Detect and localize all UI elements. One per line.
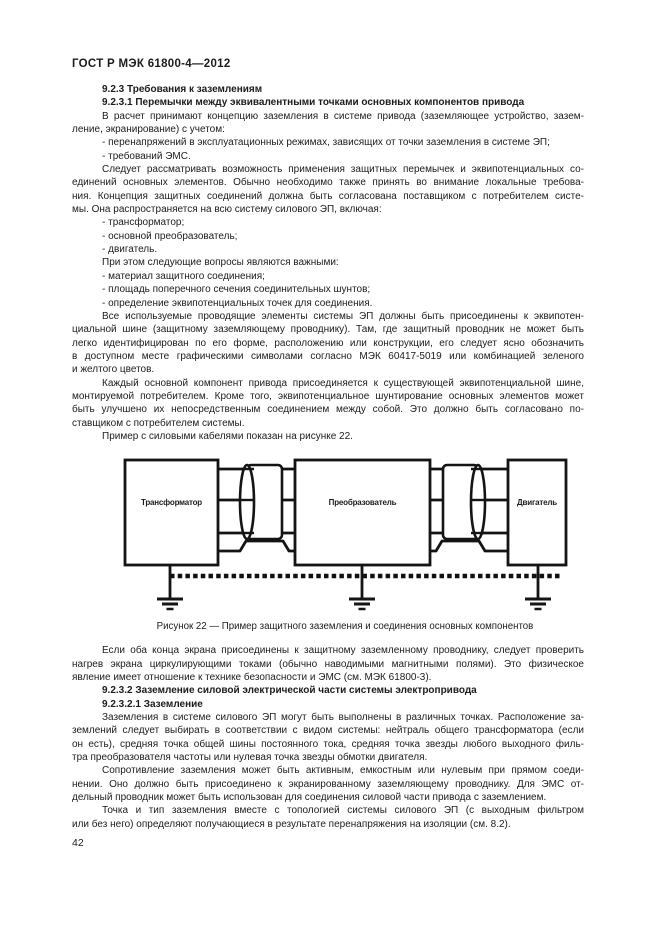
earth-symbol-motor [525, 565, 551, 611]
text-line: - трансформатор; [102, 217, 185, 229]
text-line: Сопротивление заземления может быть акти… [102, 765, 584, 777]
text-line: ставщиком с потребителем системы. [72, 417, 245, 429]
text-line: или без него) определяют получающиеся в … [72, 818, 511, 830]
text-line: При этом следующие вопросы являются важн… [102, 257, 339, 269]
text-line: дельный проводник может быть использован… [72, 792, 547, 804]
figure-caption: Рисунок 22 — Пример защитного заземления… [156, 621, 534, 633]
cable-screen-2-endcap [469, 463, 487, 541]
text-line: - материал защитного соединения; [102, 270, 265, 282]
text-line: Пример с силовыми кабелями показан на ри… [102, 430, 353, 442]
earth-symbol-transformer [157, 565, 183, 611]
text-line: нагрев экрана циркулирующими токами (обы… [72, 658, 584, 670]
text-line: он есть), средняя точка общей шины посто… [72, 738, 584, 750]
text-line: в доступном месте графическими символами… [72, 350, 584, 362]
motor-box [506, 458, 568, 567]
earth-symbol-converter [349, 565, 375, 611]
cable-screen-1-endcap [238, 463, 256, 541]
text-line: явление имеет отношение к технике безопа… [72, 671, 432, 683]
converter-label: Преобразователь [329, 498, 397, 507]
heading-line: 9.2.3.1 Перемычки между эквивалентными т… [102, 97, 525, 109]
text-line: Заземления в системе силового ЭП могут б… [102, 712, 584, 723]
text-line: Если оба конца экрана присоединены к защ… [102, 645, 584, 657]
heading-line: 9.2.3.2.1 Заземление [102, 698, 203, 710]
text-line: и желтого цветов. [72, 364, 155, 376]
text-line: циальной шине (защитному заземляющему пр… [72, 324, 584, 336]
text-line: Каждый основной компонент привода присое… [102, 377, 584, 389]
text-line: Следует рассматривать возможность примен… [102, 164, 584, 176]
content-top: 9.2.3 Требования к заземлениям 9.2.3.1 Пе… [72, 83, 584, 443]
text-line: - требований ЭМС. [102, 150, 191, 162]
text-line: Все используемые проводящие элементы сис… [102, 310, 584, 322]
figure-22: Трансформатор Преобразователь Двигатель [120, 453, 570, 615]
transformer-box [123, 458, 220, 567]
page-number: 42 [72, 837, 84, 850]
heading-line: 9.2.3 Требования к заземлениям [102, 84, 263, 95]
text-line: землений следует выбирать в соответствии… [72, 725, 584, 737]
text-line: ление, экранирование) с учетом: [72, 124, 225, 136]
text-line: - определение эквипотенциальных точек дл… [102, 297, 373, 309]
text-line: нении. Оно должно быть присоединено к эк… [72, 778, 584, 790]
text-line: мы. Она распространяется на всю систему … [72, 204, 382, 216]
text-line: В расчет принимают концепцию заземления … [102, 110, 584, 122]
text-line: ния. Концепция защитных соединений должн… [72, 190, 584, 202]
text-line: Точка и тип заземления вместе с топологи… [102, 805, 584, 817]
text-line: - основной преобразователь; [102, 230, 238, 242]
cable-shield-bond-1 [218, 539, 296, 553]
text-line: - двигатель. [102, 244, 158, 256]
text-line: - площадь поперечного сечения соединител… [102, 284, 371, 296]
text-line: - перенапряжений в эксплуатационных режи… [102, 137, 550, 149]
transformer-label: Трансформатор [141, 498, 202, 507]
heading-line: 9.2.3.2 Заземление силовой электрической… [102, 685, 477, 697]
cable-shield-bond-2 [429, 539, 509, 553]
grounding-diagram: Трансформатор Преобразователь Двигатель [123, 458, 568, 611]
content-bottom: Если оба конца экрана присоединены к защ… [72, 644, 584, 831]
text-line: монтируемой потребителем. Кроме того, эк… [72, 390, 584, 402]
text-line: легко идентифицирован по его форме, расп… [72, 337, 584, 349]
text-line: тра преобразователя частоты или нулевая … [72, 752, 428, 764]
motor-label: Двигатель [517, 498, 557, 507]
text-line: быть улучшено их непосредственным соедин… [72, 404, 584, 416]
document-title: ГОСТ Р МЭК 61800-4—2012 [72, 58, 231, 70]
text-line: единений основных элементов. Обычно необ… [72, 177, 584, 189]
converter-box [293, 458, 432, 567]
